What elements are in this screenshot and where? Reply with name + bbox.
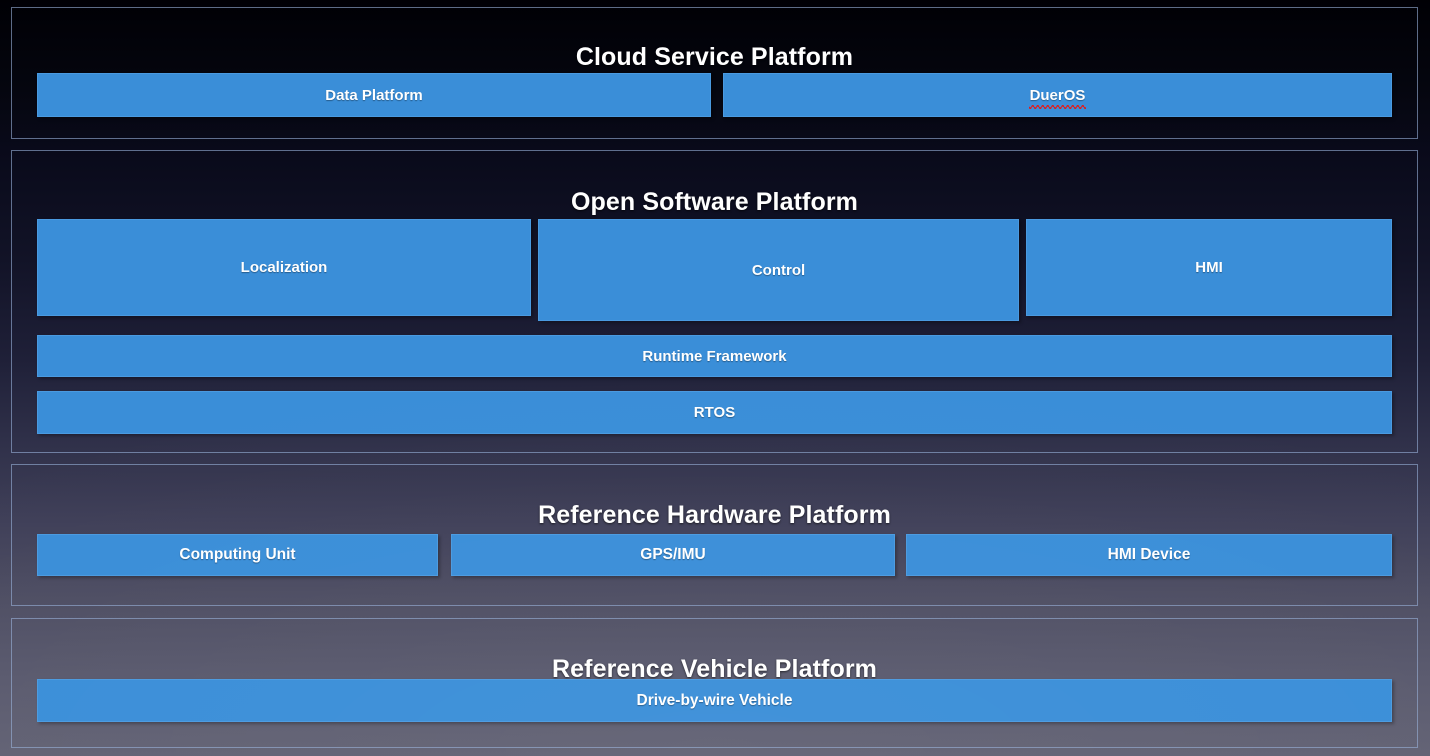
layer-title-open-software-platform: Open Software Platform [571, 187, 858, 216]
block-label-gps-imu: GPS/IMU [640, 546, 706, 563]
layer-cloud-service-platform: Cloud Service Platform Data Platform Due… [11, 7, 1418, 139]
block-label-dueros: DuerOS [1028, 86, 1087, 109]
layer-open-software-platform: Open Software Platform Localization Cont… [11, 150, 1418, 453]
block-label-data-platform: Data Platform [325, 86, 423, 104]
layer-reference-hardware-platform: Reference Hardware Platform Computing Un… [11, 464, 1418, 606]
block-label-runtime-framework: Runtime Framework [642, 347, 787, 365]
block-control[interactable]: Control [538, 219, 1019, 321]
block-label-hmi: HMI [1195, 259, 1223, 276]
block-label-rtos: RTOS [693, 404, 736, 421]
block-gps-imu[interactable]: GPS/IMU [451, 534, 895, 576]
block-rtos[interactable]: RTOS [37, 391, 1392, 434]
block-runtime-framework[interactable]: Runtime Framework [37, 335, 1392, 377]
block-dueros[interactable]: DuerOS [723, 73, 1392, 117]
layer-title-reference-vehicle-platform: Reference Vehicle Platform [552, 654, 877, 683]
block-label-drive-by-wire-vehicle: Drive-by-wire Vehicle [636, 691, 793, 709]
block-label-control: Control [751, 261, 806, 279]
block-hmi[interactable]: HMI [1026, 219, 1392, 316]
block-computing-unit[interactable]: Computing Unit [37, 534, 438, 576]
layer-reference-vehicle-platform: Reference Vehicle Platform Drive-by-wire… [11, 618, 1418, 748]
block-drive-by-wire-vehicle[interactable]: Drive-by-wire Vehicle [37, 679, 1392, 722]
block-localization[interactable]: Localization [37, 219, 531, 316]
block-hmi-device[interactable]: HMI Device [906, 534, 1392, 576]
block-label-localization: Localization [240, 259, 328, 276]
layer-title-reference-hardware-platform: Reference Hardware Platform [538, 500, 891, 529]
layer-title-cloud-service-platform: Cloud Service Platform [575, 42, 854, 71]
block-label-computing-unit: Computing Unit [179, 546, 296, 563]
block-label-hmi-device: HMI Device [1107, 546, 1191, 563]
block-data-platform[interactable]: Data Platform [37, 73, 711, 117]
